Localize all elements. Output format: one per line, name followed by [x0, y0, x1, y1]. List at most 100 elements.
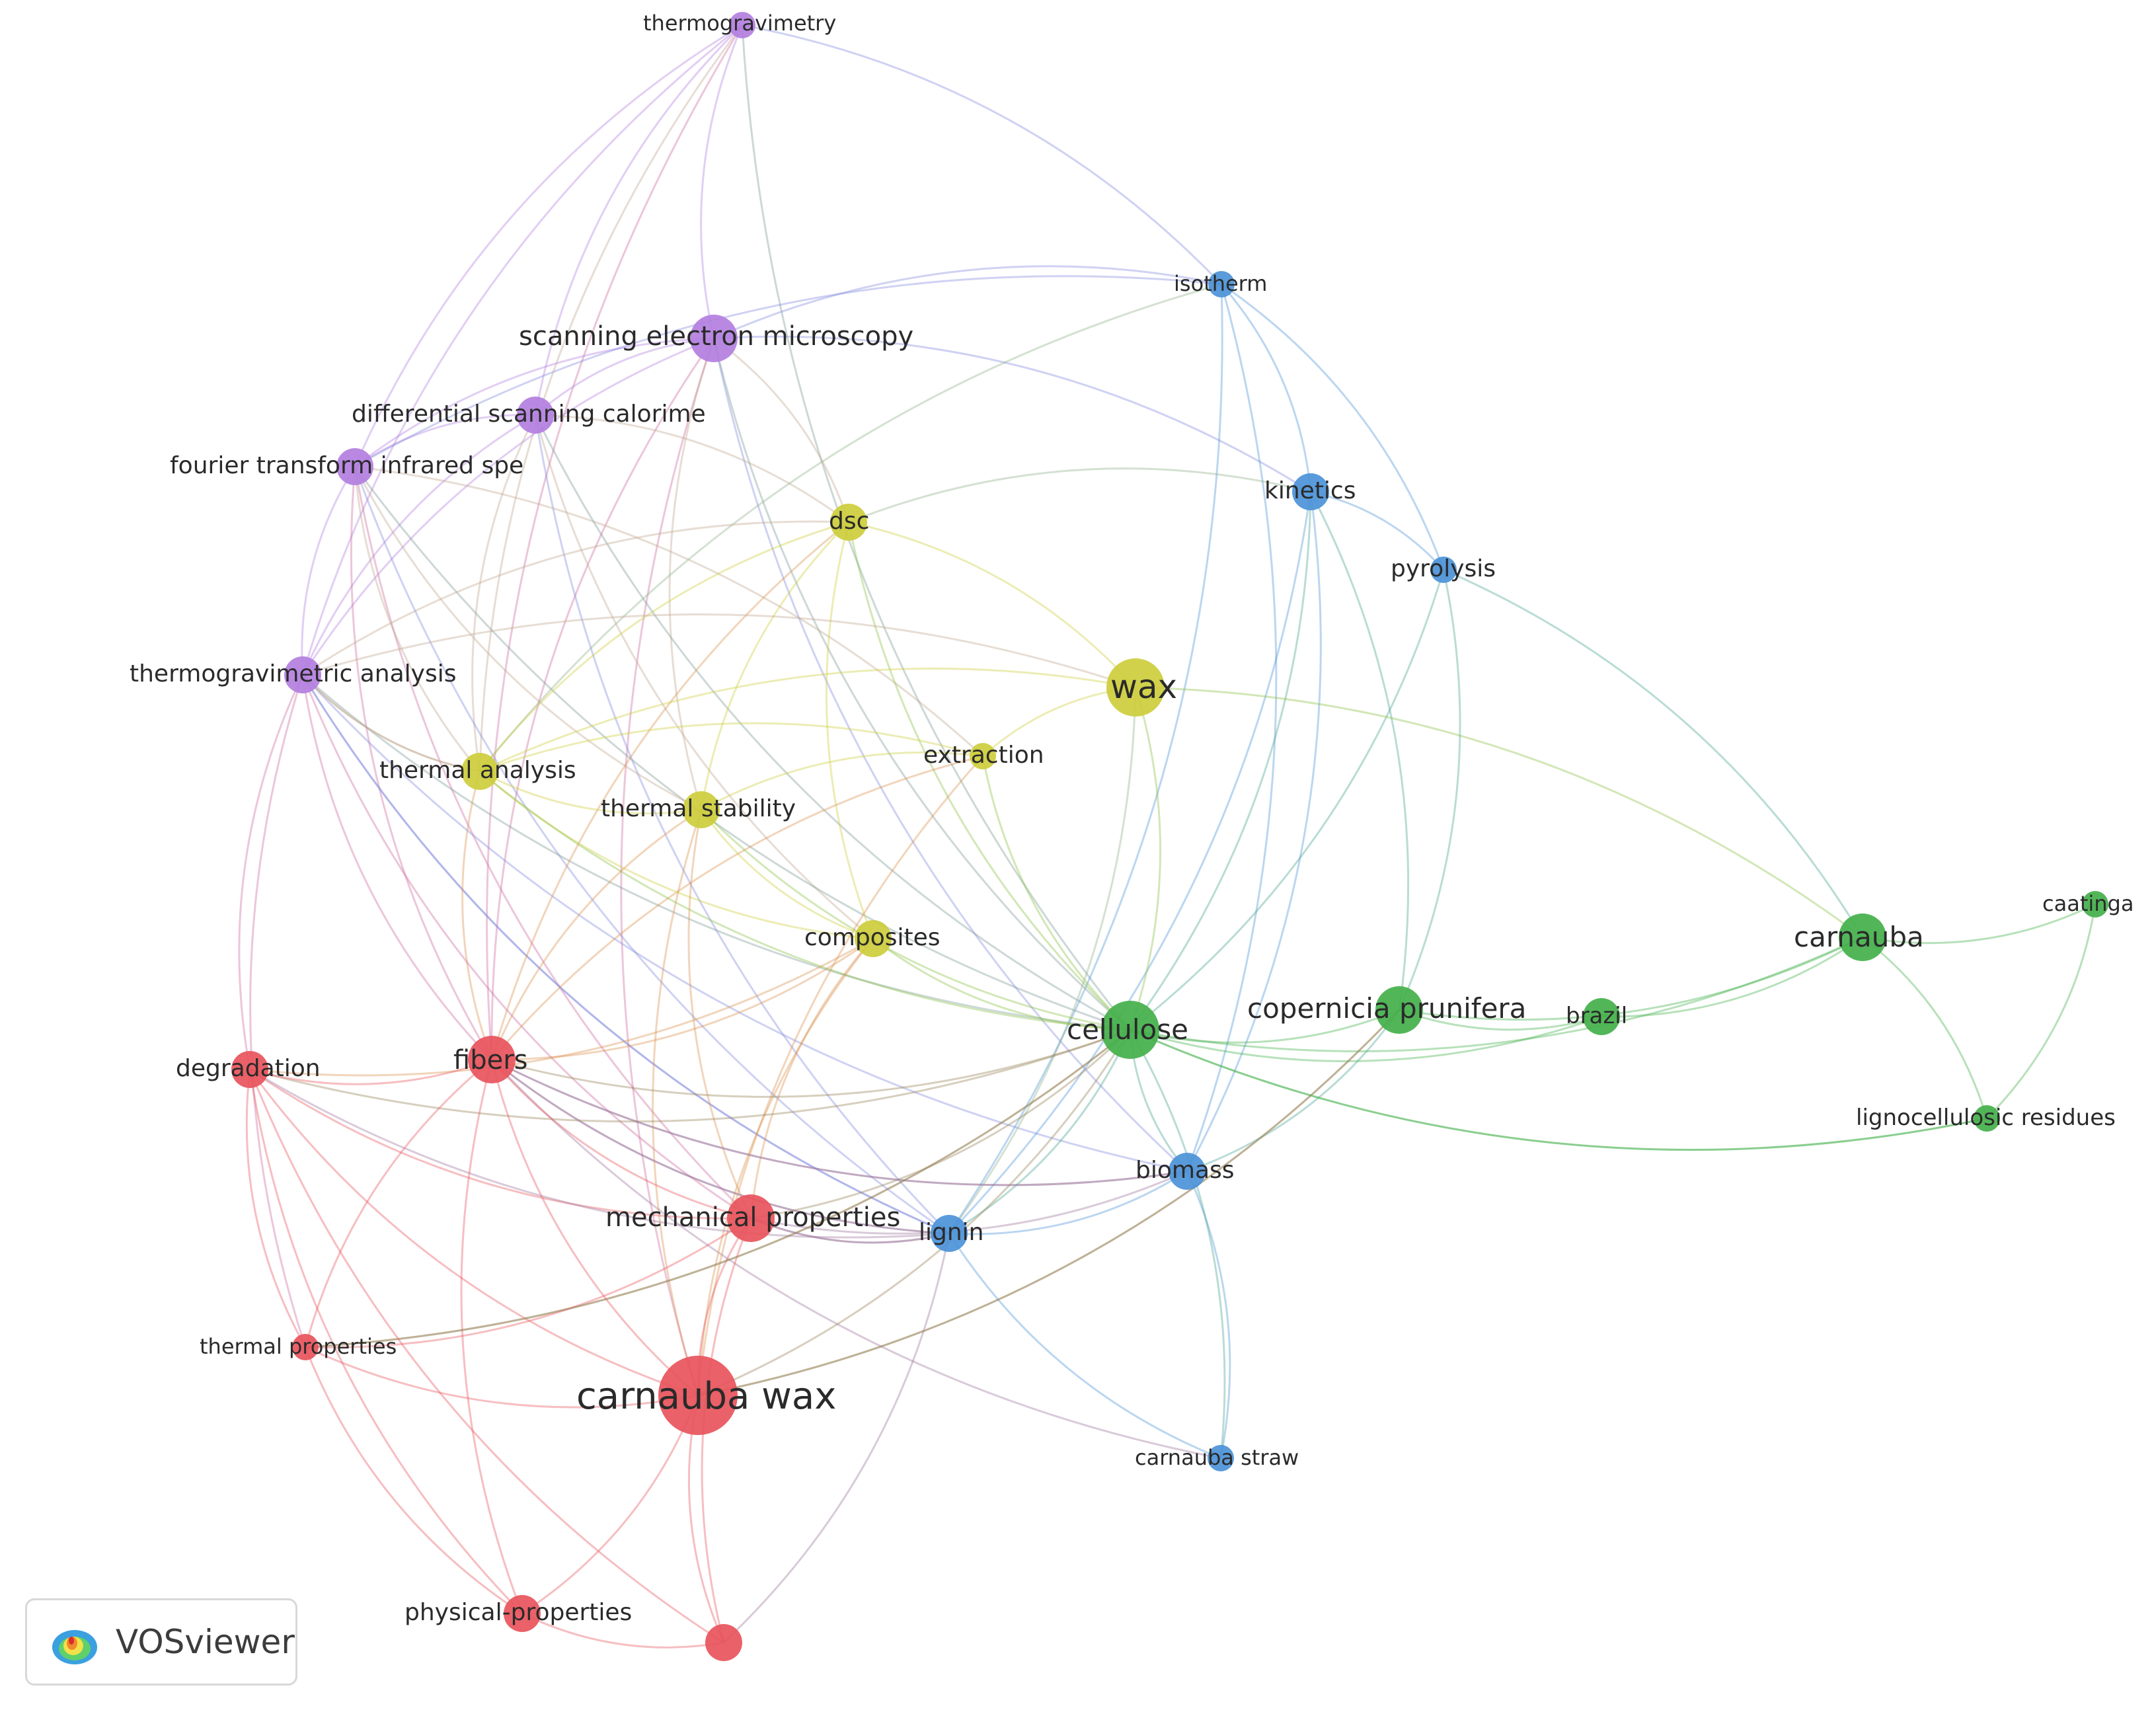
label-copernicia: copernicia prunifera — [1247, 992, 1526, 1025]
edge-thermal-analysis-composites — [479, 770, 874, 940]
edge-kinetics-dsc — [848, 467, 1311, 524]
edge-carnauba-lignocellulosic — [1862, 936, 1988, 1119]
edge-copernicia-carnauba-wax — [697, 1009, 1401, 1397]
edge-sem-dsc — [713, 337, 850, 523]
edge-lignocellulosic-cellulose — [1130, 1029, 1987, 1151]
edge-thermal-stability-cellulose — [700, 808, 1131, 1031]
node-lignin[interactable] — [931, 1215, 968, 1252]
edge-sem-isotherm — [713, 265, 1222, 340]
label-carnauba: carnauba — [1794, 921, 1924, 953]
node-sem[interactable] — [690, 315, 738, 362]
node-caatinga[interactable] — [2082, 891, 2108, 917]
edge-thermogravimetry-dsc-full — [534, 24, 744, 416]
label-sem: scanning electron microscopy — [519, 321, 913, 352]
label-physical-properties: physical-properties — [404, 1599, 632, 1626]
edge-thermal-stability-fibers — [490, 808, 702, 1060]
edge-tga-fibers — [301, 674, 493, 1061]
edge-dsc-thermal-analysis — [479, 521, 849, 772]
node-dsc[interactable] — [830, 504, 867, 541]
label-fibers: fibers — [453, 1045, 527, 1075]
node-pyrolysis[interactable] — [1430, 557, 1457, 583]
node-biomass[interactable] — [1169, 1153, 1206, 1190]
label-tga: thermogravimetric analysis — [130, 660, 457, 687]
node-thermal-analysis[interactable] — [461, 753, 498, 790]
edge-ftir-mechanical — [354, 466, 752, 1220]
node-mechanical[interactable] — [727, 1194, 775, 1242]
label-lignocellulosic: lignocellulosic residues — [1856, 1105, 2116, 1131]
node-ftir[interactable] — [336, 448, 373, 485]
node-lignocellulosic[interactable] — [1974, 1105, 2000, 1132]
node-fibers[interactable] — [468, 1036, 516, 1083]
node-degradation[interactable] — [231, 1051, 268, 1088]
edge-dsc-full-cellulose — [534, 414, 1131, 1031]
label-cellulose: cellulose — [1067, 1013, 1188, 1046]
edge-thermogravimetry-thermal-analysis — [479, 24, 744, 772]
edge-degradation-physical-properties — [249, 1069, 523, 1615]
node-extraction[interactable] — [970, 743, 996, 769]
edge-extraction-thermal-stability — [701, 751, 983, 811]
edge-copernicia-carnauba — [1399, 936, 1863, 1021]
edge-cellulose-carnauba — [1130, 936, 1863, 1052]
node-cellulose[interactable] — [1101, 1001, 1159, 1059]
label-kinetics: kinetics — [1264, 477, 1356, 504]
edge-degradation-fibers — [249, 1058, 492, 1085]
edge-isotherm-biomass — [1186, 284, 1278, 1172]
edge-dsc-full-composites — [534, 414, 874, 940]
node-carnauba-wax[interactable] — [658, 1356, 738, 1435]
node-isotherm[interactable] — [1208, 271, 1235, 297]
node-wax[interactable] — [1106, 658, 1165, 717]
edge-degradation-mechanical — [249, 1068, 751, 1220]
edge-lignin-tga — [301, 674, 950, 1235]
node-physical-properties[interactable] — [504, 1595, 541, 1632]
edge-degradation-lignin — [249, 1068, 950, 1239]
node-thermal-properties[interactable] — [292, 1334, 319, 1360]
node-copernicia[interactable] — [1375, 986, 1423, 1034]
node-tga[interactable] — [284, 656, 321, 693]
edge-composites-carnauba-wax — [697, 938, 874, 1396]
edge-dsc-composites — [825, 522, 874, 939]
edge-ftir-lignin — [354, 466, 950, 1235]
edge-thermal-stability-carnauba-wax — [652, 809, 703, 1396]
edge-extraction-cellulose — [982, 756, 1132, 1031]
edge-thermal-analysis-tga — [301, 674, 481, 773]
edge-dsc-cellulose — [847, 522, 1132, 1031]
edge-cellulose-mechanical — [750, 1029, 1132, 1220]
edge-dsc-full-thermal-analysis — [471, 414, 537, 772]
node-composites[interactable] — [855, 920, 892, 957]
node-carnauba-straw[interactable] — [1208, 1445, 1234, 1471]
node-thermal-stability[interactable] — [683, 791, 720, 828]
edge-biomass-copernicia — [1186, 1009, 1401, 1173]
edge-ftir-fibers — [350, 466, 493, 1060]
edge-cellulose-degradation — [249, 1029, 1131, 1123]
label-layer: thermogravimetry scanning electron micros… — [130, 11, 2134, 1626]
node-kinetics[interactable] — [1292, 473, 1329, 510]
edge-wax-carnauba — [1135, 686, 1863, 939]
edge-thermal-properties-physical-properties — [304, 1346, 523, 1615]
edge-extraction-thermal-analysis — [479, 722, 983, 773]
edge-fibers-physical-properties — [460, 1059, 523, 1614]
edge-tga-cellulose — [302, 674, 1131, 1031]
label-caatinga: caatinga — [2042, 891, 2134, 916]
label-biomass: biomass — [1136, 1157, 1235, 1184]
edge-thermal-properties-cellulose — [305, 1029, 1131, 1348]
label-dsc: dsc — [829, 508, 869, 535]
label-wax: wax — [1110, 668, 1177, 706]
node-carnauba[interactable] — [1839, 913, 1886, 961]
edge-sem-ftir — [354, 337, 714, 468]
label-degradation: degradation — [176, 1055, 321, 1082]
node-dsc-full[interactable] — [517, 397, 554, 434]
edge-thermal-analysis-thermal-stability — [479, 770, 702, 815]
edge-cellulose-brazil — [1130, 1015, 1602, 1062]
node-thermogravimetry[interactable] — [729, 12, 755, 38]
edge-sem-carnauba-wax — [620, 338, 715, 1396]
edge-wax-lignin — [948, 687, 1137, 1234]
edge-dsc-thermal-stability — [700, 521, 850, 810]
edge-physical-properties-unlabeled-red — [521, 1612, 724, 1649]
edge-thermogravimetry-sem — [700, 24, 744, 339]
edge-cellulose-lignocellulosic — [1130, 1029, 1987, 1151]
label-thermogravimetry: thermogravimetry — [643, 11, 836, 36]
node-unlabeled-red[interactable] — [705, 1624, 742, 1661]
label-thermal-properties: thermal properties — [200, 1334, 397, 1359]
edge-fibers-lignin — [491, 1058, 950, 1235]
node-brazil[interactable] — [1583, 998, 1620, 1035]
